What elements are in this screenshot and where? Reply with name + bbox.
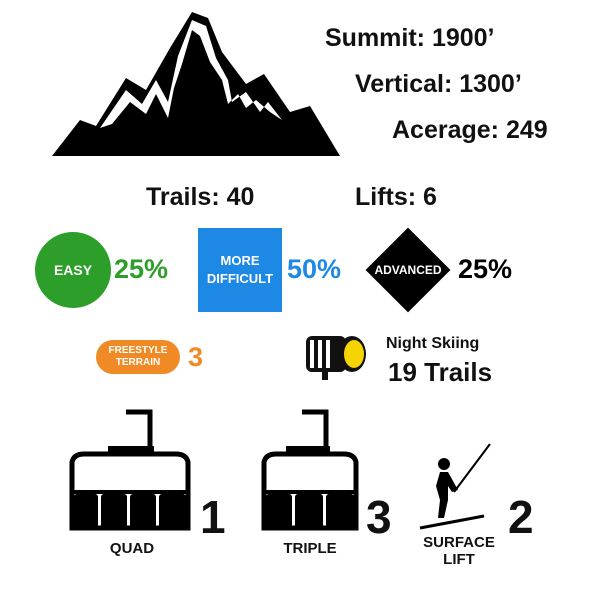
vertical-stat: Vertical: 1300’ [355, 70, 522, 98]
surface-lift-label-1: SURFACE [423, 534, 495, 551]
surface-lift-label-2: LIFT [443, 551, 475, 568]
more-difficult-label-2: DIFFICULT [206, 271, 274, 286]
freestyle-label-2: TERRAIN [115, 357, 161, 368]
gondola-icon [261, 409, 359, 531]
summit-stat: Summit: 1900’ [325, 24, 495, 52]
trails-stat: Trails: 40 [146, 183, 255, 211]
more-difficult-badge: MORE DIFFICULT [198, 228, 282, 312]
advanced-badge: ADVANCED [364, 226, 452, 314]
advanced-label: ADVANCED [374, 263, 442, 277]
quad-label: QUAD [109, 540, 155, 557]
night-skiing-label: Night Skiing [386, 335, 480, 352]
triple-count: 3 [366, 491, 392, 543]
advanced-percent: 25% [458, 254, 513, 284]
more-difficult-label-1: MORE [220, 253, 260, 268]
night-skiing-value: 19 Trails [388, 357, 493, 387]
spotlight-icon [306, 336, 366, 380]
acreage-stat: Acerage: 249 [392, 116, 548, 144]
quad-count: 1 [200, 491, 226, 543]
freestyle-badge: FREESTYLE TERRAIN [96, 340, 180, 374]
triple-label: TRIPLE [283, 540, 337, 557]
easy-percent: 25% [114, 254, 169, 284]
mountain-icon [52, 12, 340, 156]
more-difficult-percent: 50% [287, 254, 342, 284]
easy-badge: EASY [35, 232, 111, 308]
skier-icon [419, 443, 491, 530]
freestyle-label-1: FREESTYLE [108, 345, 168, 356]
surface-lift-label: SURFACE LIFT [414, 534, 504, 568]
lifts-stat: Lifts: 6 [355, 183, 437, 211]
surface-lift-count: 2 [508, 491, 534, 543]
easy-label: EASY [53, 262, 93, 278]
gondola-icon [69, 409, 191, 531]
freestyle-count: 3 [188, 342, 204, 372]
